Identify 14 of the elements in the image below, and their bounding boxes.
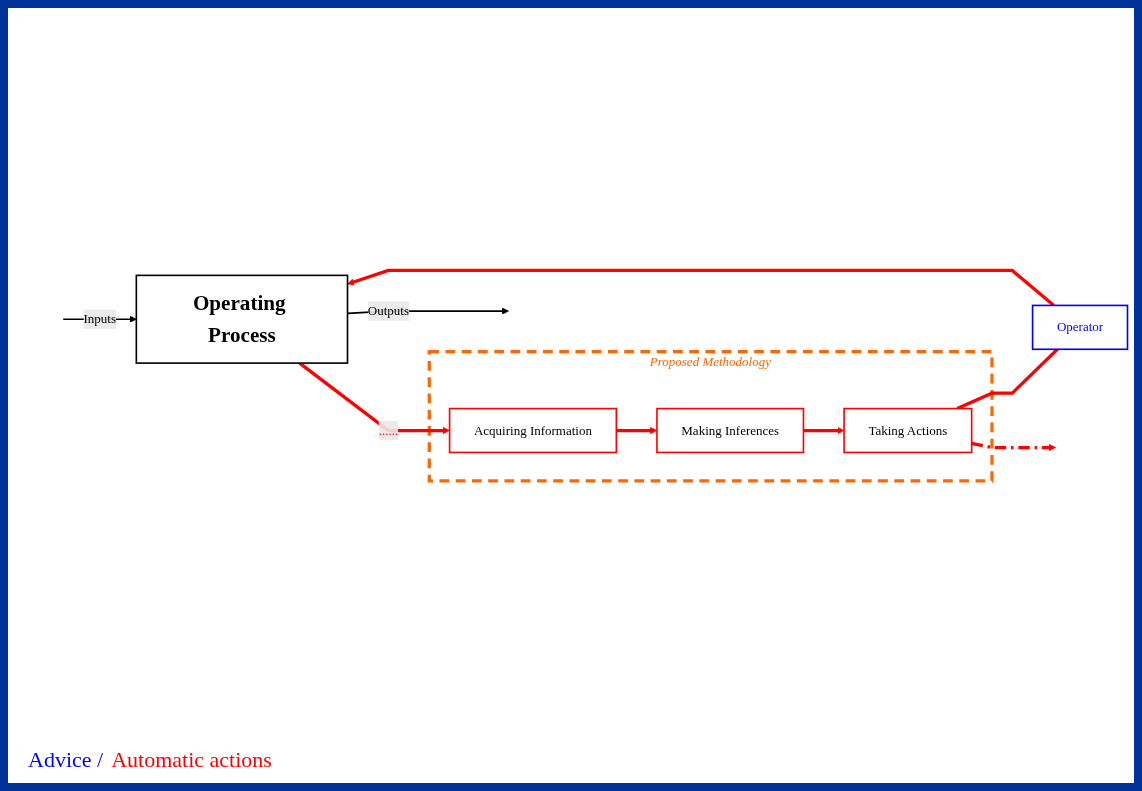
node-box: Acquiring Information <box>448 407 618 454</box>
edge-label: ...... <box>378 423 399 437</box>
node-box: Making Inferences <box>656 407 805 454</box>
edge-label: Outputs <box>367 303 409 318</box>
arrow <box>803 426 845 434</box>
edge-label: Inputs <box>83 311 117 326</box>
node-box: Operating Process <box>135 274 349 364</box>
note-text: Automatic actions <box>111 747 272 772</box>
node-box: Operator <box>1031 304 1129 350</box>
arrow <box>971 441 1056 451</box>
arrow <box>347 268 1055 307</box>
note-text: Advice / <box>28 747 104 772</box>
arrow <box>298 361 450 434</box>
node-box: Taking Actions <box>843 407 973 454</box>
